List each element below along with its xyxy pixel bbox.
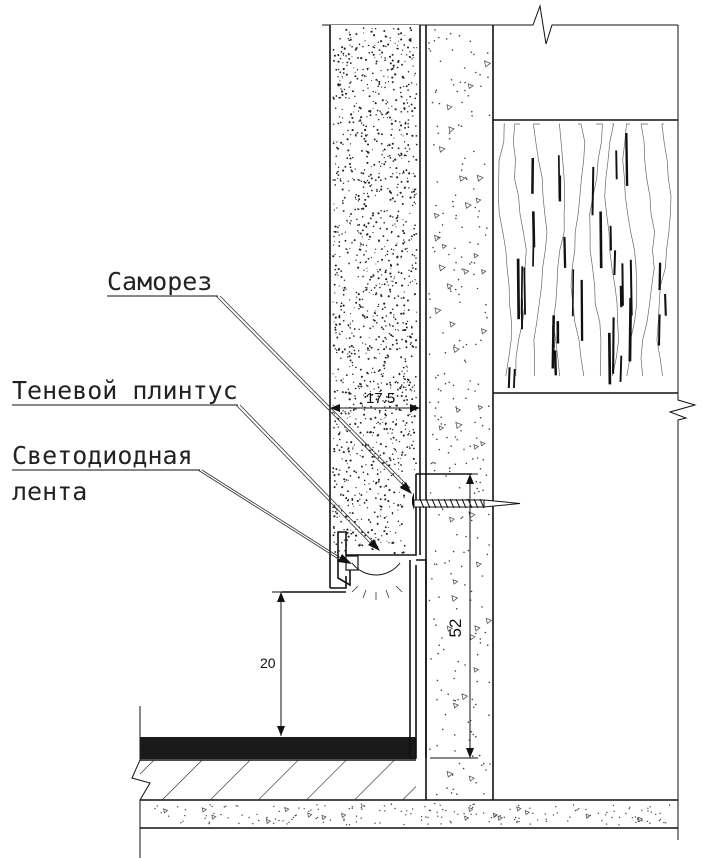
- wood-grain: [497, 123, 672, 389]
- dimension-label-profile-height: 52: [446, 619, 465, 638]
- dimension-insulation-thickness: 17.5: [330, 390, 420, 412]
- floor-covering: [140, 737, 416, 759]
- floor-screed: [140, 759, 416, 800]
- dimension-profile-height: 52: [430, 473, 478, 759]
- top-break-line: [322, 4, 678, 45]
- wood-beam: [493, 119, 678, 394]
- shadow-baseboard-profile: [337, 473, 472, 759]
- concrete-aggregate: [428, 29, 493, 796]
- callout-leader-led-strip: [12, 469, 352, 564]
- callout-label-led-strip-line2: лента: [12, 477, 87, 506]
- callout-label-screw: Саморез: [107, 267, 212, 296]
- screw: [412, 492, 521, 510]
- dimension-label-floor-gap: 20: [260, 655, 276, 671]
- led-strip: [345, 555, 403, 600]
- screw-threads: [419, 498, 485, 509]
- callout-leader-shadow-baseboard: [12, 404, 380, 551]
- right-break-line: [668, 25, 697, 800]
- lower-board: [282, 576, 347, 593]
- slab-aggregate: [154, 802, 671, 826]
- insulation-dots: [332, 27, 418, 555]
- insulation-board: [329, 25, 421, 588]
- dimension-floor-gap: 20: [260, 591, 290, 736]
- callout-label-shadow-baseboard: Теневой плинтус: [12, 376, 238, 405]
- concrete-wall: [425, 25, 494, 800]
- callout-leader-screw: [107, 295, 412, 494]
- callout-label-led-strip-line1: Светодиодная: [12, 441, 193, 470]
- dimension-label-insulation: 17.5: [366, 390, 395, 407]
